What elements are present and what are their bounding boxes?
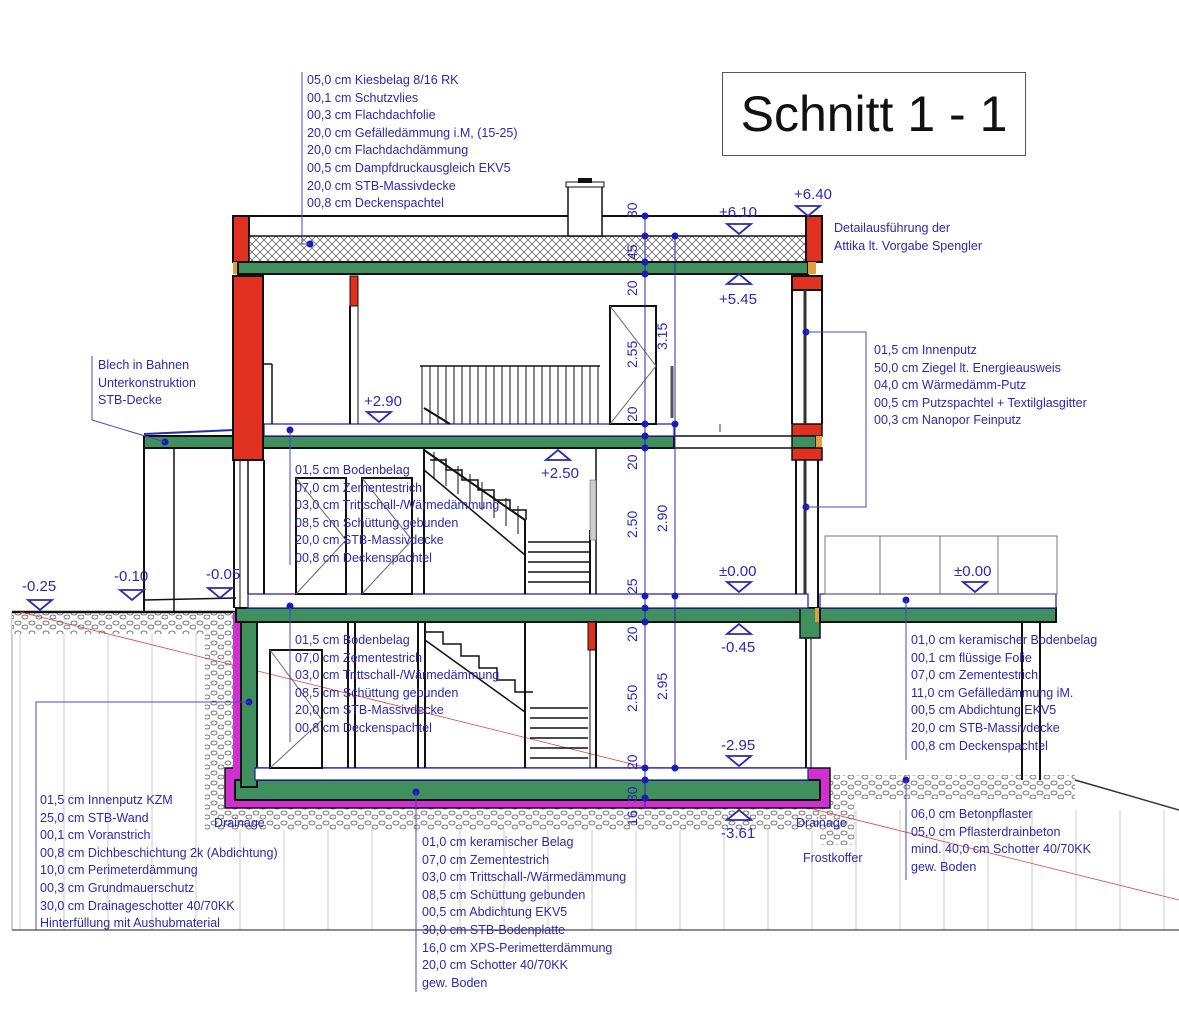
level-upper-floor: +2.90 xyxy=(364,393,402,410)
attika-right xyxy=(805,215,823,263)
level-ground-floor: ±0.00 xyxy=(719,563,757,580)
level-basement-floor: -2.95 xyxy=(721,737,756,754)
frostkoffer-label: Frostkoffer xyxy=(803,851,863,865)
dim-2-55: 2.55 xyxy=(624,340,640,368)
dim-45: 45 xyxy=(624,244,640,260)
cut-line xyxy=(19,611,1179,901)
dim-20-basement-ceiling: 20 xyxy=(624,626,640,642)
dim-2-50-basement: 2.50 xyxy=(624,684,640,712)
dim-25: 25 xyxy=(624,578,640,594)
dim-20-basement-floor: 20 xyxy=(624,754,640,770)
basement-wall-build-up: 01,5 cm Innenputz KZM 25,0 cm STB-Wand 0… xyxy=(40,793,278,931)
section-title: Schnitt 1 - 1 xyxy=(722,72,1026,156)
level-upper-ceiling: +5.45 xyxy=(719,291,757,308)
dim-16: 16 xyxy=(624,810,640,826)
dim-30-roof: 30 xyxy=(624,202,640,218)
level-terrain-left: -0.25 xyxy=(22,578,57,595)
terrace-build-up: 01,0 cm keramischer Bodenbelag 00,1 cm f… xyxy=(911,633,1098,753)
canopy-slab xyxy=(143,435,237,449)
ground-floor-build-up: 01,5 cm Bodenbelag 07,0 cm Zementestrich… xyxy=(295,633,500,735)
level-terrain-mid: -0.10 xyxy=(114,568,149,585)
level-foundation: -3.61 xyxy=(721,825,756,842)
left-wall-masonry xyxy=(232,275,264,461)
basement-slab xyxy=(234,779,821,801)
level-attika: +6.40 xyxy=(794,186,832,203)
roof-slab xyxy=(237,261,809,275)
outer-wall-build-up: 01,5 cm Innenputz 50,0 cm Ziegel lt. Ene… xyxy=(874,343,1087,428)
level-terrain-entry: -0.05 xyxy=(206,566,241,583)
dim-20-roofslab: 20 xyxy=(624,280,640,296)
drainage-right-label: Drainage xyxy=(796,816,847,830)
roof-gravel xyxy=(248,235,810,263)
chimney xyxy=(567,185,603,237)
attika-note: Detailausführung der Attika lt. Vorgabe … xyxy=(834,221,983,253)
terrace-slab xyxy=(819,607,1057,623)
dim-20-upper: 20 xyxy=(624,406,640,422)
level-basement-ceiling: -0.45 xyxy=(721,639,756,656)
level-roof-top: +6.10 xyxy=(719,204,757,221)
dim-3-15: 3.15 xyxy=(654,322,670,350)
basement-slab-build-up: 01,0 cm keramischer Belag 07,0 cm Zement… xyxy=(422,835,627,990)
dim-2-90: 2.90 xyxy=(654,504,670,532)
upper-floor-build-up: 01,5 cm Bodenbelag 07,0 cm Zementestrich… xyxy=(295,463,500,565)
drainage-left-label: Drainage xyxy=(214,816,265,830)
gravel-top-left xyxy=(12,612,234,634)
paving-build-up: 06,0 cm Betonpflaster 05,0 cm Pflasterdr… xyxy=(911,807,1091,874)
dim-2-95: 2.95 xyxy=(654,672,670,700)
level-ground-ceiling: +2.50 xyxy=(541,465,579,482)
roof-build-up: 05,0 cm Kiesbelag 8/16 RK 00,1 cm Schutz… xyxy=(307,73,518,211)
dim-30-slab: 30 xyxy=(624,786,640,802)
gravel-right xyxy=(825,775,1075,799)
canopy-build-up: Blech in Bahnen Unterkonstruktion STB-De… xyxy=(98,358,196,408)
gravel-under-slab xyxy=(205,808,845,830)
upper-floor-slab xyxy=(235,435,675,449)
level-terrace: ±0.00 xyxy=(954,563,992,580)
dim-2-50-ground: 2.50 xyxy=(624,510,640,538)
dim-20-slab: 20 xyxy=(624,454,640,470)
